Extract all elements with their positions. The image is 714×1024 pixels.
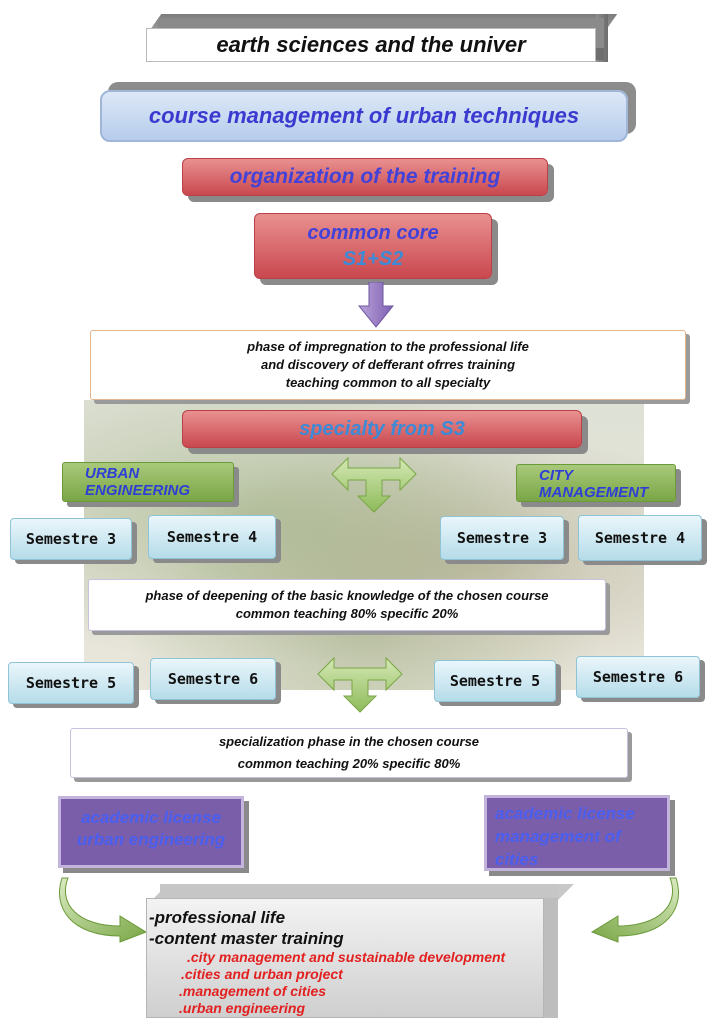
phase1-line1: phase of impregnation to the professiona… [247, 339, 529, 354]
phase3-line1: specialization phase in the chosen cours… [218, 734, 480, 749]
track-city-line2: MANAGEMENT [539, 484, 649, 501]
phase1-line3: teaching common to all specialty [285, 375, 491, 390]
license-management-of-cities: academic license management of cities [484, 795, 670, 871]
split-arrow-icon [331, 456, 417, 513]
phase2-line2: common teaching 80% specific 20% [235, 606, 459, 621]
specialty-text: specialty from S3 [299, 417, 465, 440]
curved-arrow-left-icon [590, 877, 679, 943]
final-main-line2: -content master training [149, 929, 344, 948]
title-box-side-face [596, 14, 608, 62]
semester-label: Semestre 5 [449, 672, 541, 690]
curved-arrow-right-icon [59, 877, 148, 943]
track-city-management: CITY MANAGEMENT [516, 464, 676, 502]
semester-label: Semestre 6 [167, 670, 259, 688]
semester-box: Semestre 6 [150, 658, 276, 700]
semester-box: Semestre 4 [578, 515, 702, 561]
track-city-line1: CITY [539, 467, 574, 484]
common-core-box: common core S1+S2 [254, 213, 492, 279]
license-left-line2: urban engineering [76, 830, 226, 849]
semester-box: Semestre 4 [148, 515, 276, 559]
organization-box: organization of the training [182, 158, 548, 196]
phase2-line1: phase of deepening of the basic knowledg… [145, 588, 549, 603]
semester-box: Semestre 3 [10, 518, 132, 560]
semester-box: Semestre 5 [434, 660, 556, 702]
track-urban-line2: ENGINEERING [85, 482, 191, 499]
phase3-line2: common teaching 20% specific 80% [237, 756, 461, 771]
final-main-line1: -professional life [149, 908, 286, 927]
title-box: earth sciences and the univer [146, 28, 596, 62]
final-item: .urban engineering [179, 1000, 306, 1016]
course-text: course management of urban techniques [148, 103, 580, 128]
semester-label: Semestre 6 [592, 668, 684, 686]
semester-label: Semestre 3 [25, 530, 117, 548]
final-item: .management of cities [179, 983, 327, 999]
license-right-line2: management of [495, 827, 621, 846]
license-urban-engineering: academic license urban engineering [58, 796, 244, 868]
license-right-line1: academic license [495, 804, 635, 823]
title-text: earth sciences and the univer [216, 32, 526, 57]
final-item: .city management and sustainable develop… [187, 949, 506, 965]
common-core-line1: common core [307, 222, 439, 244]
phase3-box: specialization phase in the chosen cours… [70, 728, 628, 778]
phase1-box: phase of impregnation to the professiona… [90, 330, 686, 400]
final-item: .cities and urban project [181, 966, 343, 982]
semester-label: Semestre 3 [456, 529, 548, 547]
common-core-line2: S1+S2 [342, 248, 404, 270]
semester-label: Semestre 4 [166, 528, 258, 546]
final-box: -professional life -content master train… [146, 898, 544, 1018]
split-arrow-icon [317, 656, 403, 713]
semester-label: Semestre 5 [25, 674, 117, 692]
semester-box: Semestre 5 [8, 662, 134, 704]
license-left-line1: academic license [81, 808, 221, 827]
phase2-box: phase of deepening of the basic knowledg… [88, 579, 606, 631]
specialty-box: specialty from S3 [182, 410, 582, 448]
down-arrow-icon [358, 282, 394, 328]
semester-box: Semestre 3 [440, 516, 564, 560]
track-urban-engineering: URBAN ENGINEERING [62, 462, 234, 502]
semester-box: Semestre 6 [576, 656, 700, 698]
track-urban-line1: URBAN [85, 465, 140, 482]
organization-text: organization of the training [229, 165, 501, 188]
license-right-line3: cities [495, 850, 539, 869]
semester-label: Semestre 4 [594, 529, 686, 547]
course-box: course management of urban techniques [100, 90, 628, 142]
phase1-line2: and discovery of defferant ofrres traini… [260, 357, 516, 372]
